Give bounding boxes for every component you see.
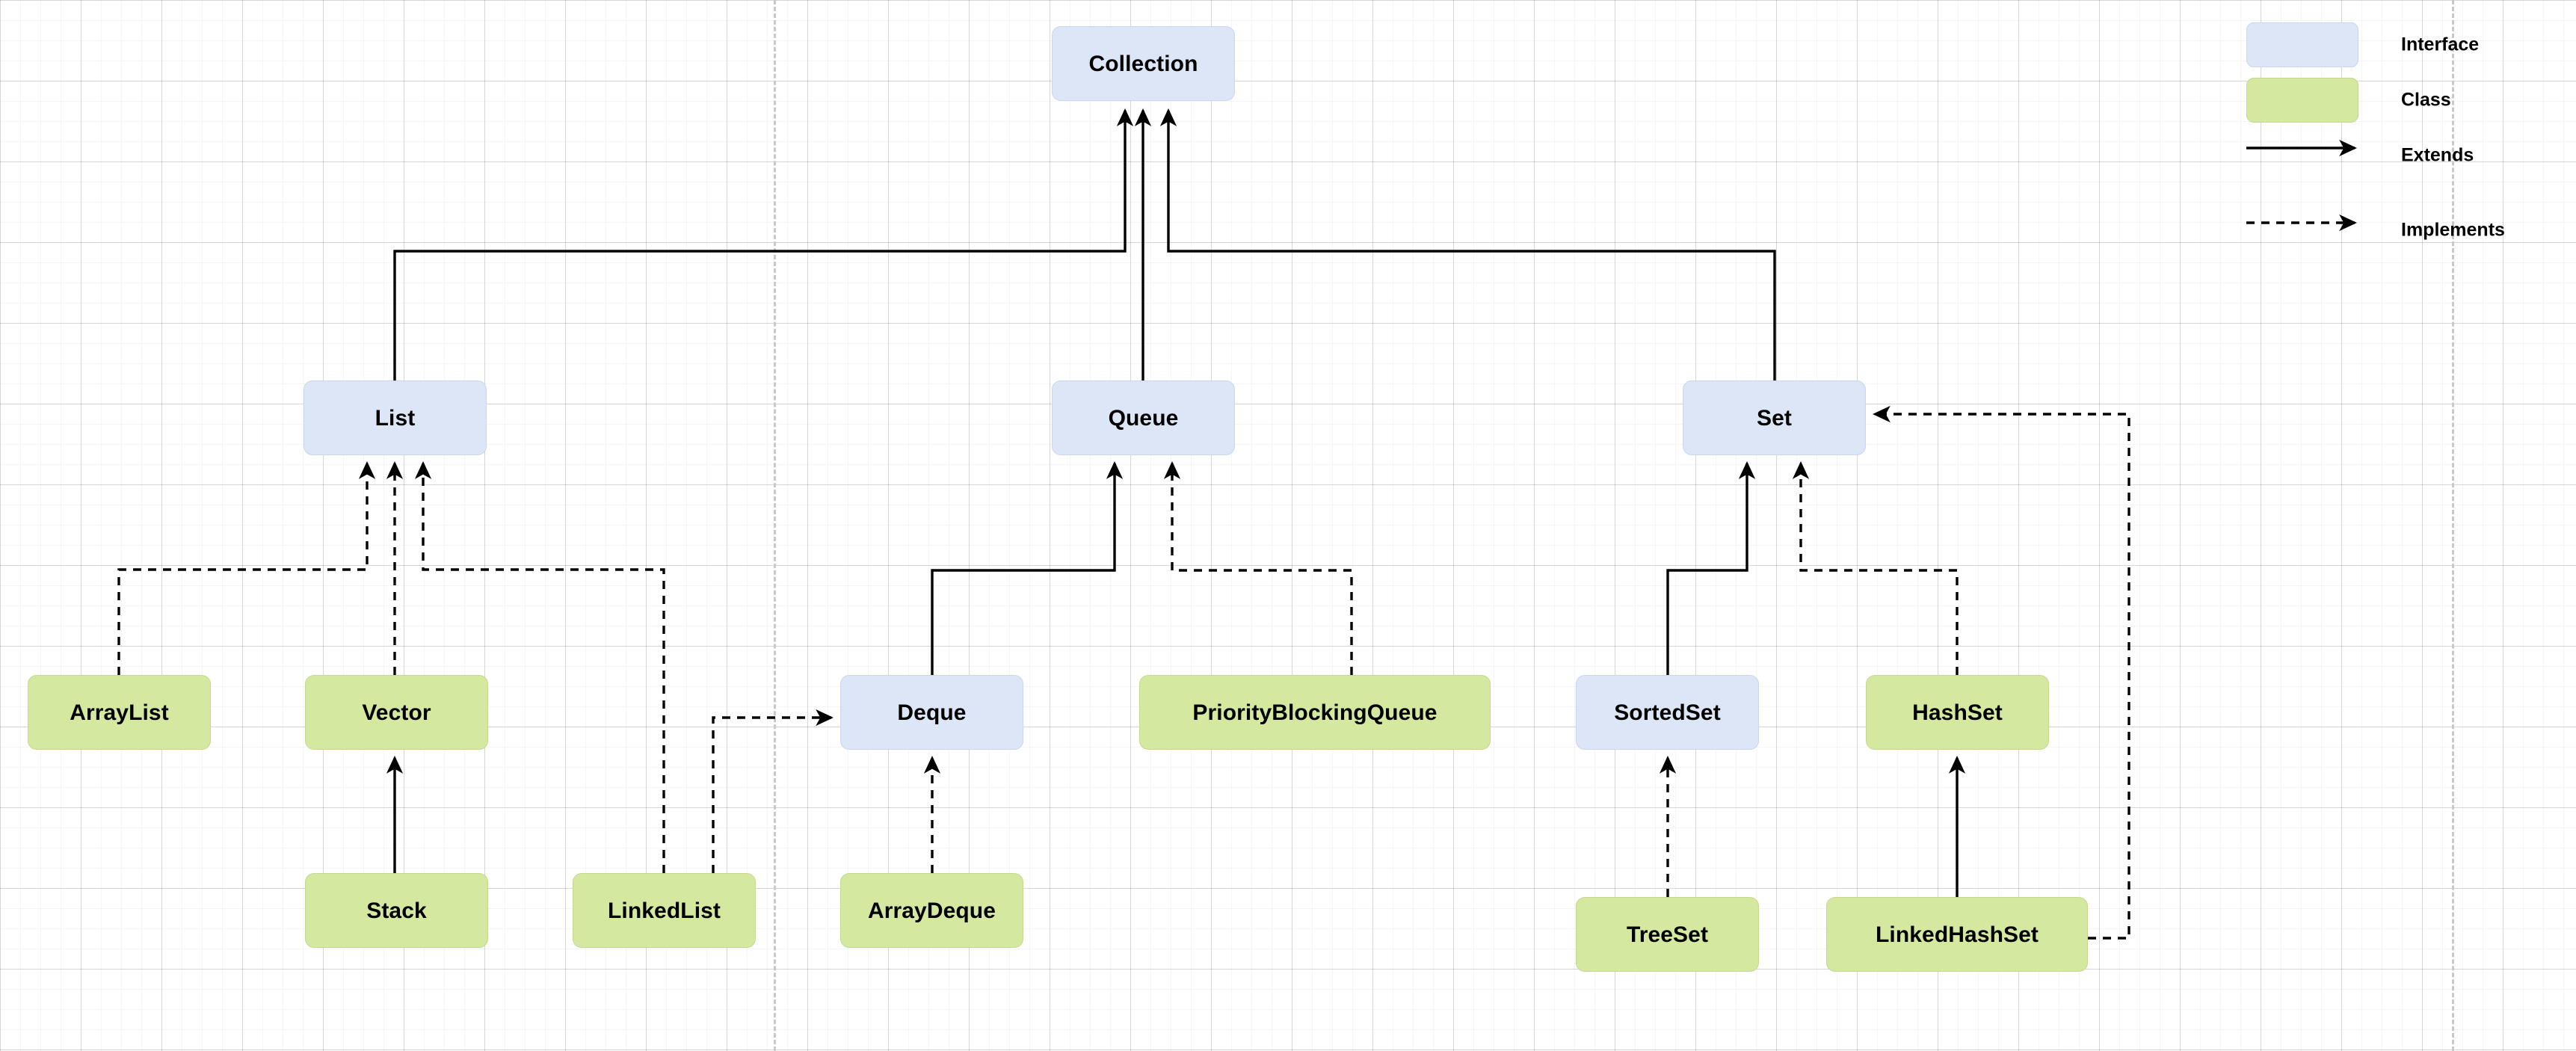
page-guide-right	[2452, 0, 2454, 1051]
node-deque[interactable]: Deque	[840, 675, 1023, 750]
edge-list-to-collection-extends	[393, 108, 1134, 380]
edge-priorityblockingqueue-to-queue-implements	[1163, 461, 1353, 675]
node-set[interactable]: Set	[1683, 380, 1866, 455]
node-priorityblockingqueue[interactable]: PriorityBlockingQueue	[1139, 675, 1491, 750]
node-label: Queue	[1108, 405, 1179, 431]
legend-swatch-class	[2246, 78, 2358, 123]
node-label: ArrayDeque	[867, 898, 996, 923]
node-linkedlist[interactable]: LinkedList	[573, 873, 756, 948]
node-label: SortedSet	[1614, 700, 1721, 725]
edge-arraylist-to-list-implements	[117, 461, 376, 675]
node-label: Collection	[1088, 51, 1198, 76]
node-treeset[interactable]: TreeSet	[1576, 897, 1759, 972]
node-label: PriorityBlockingQueue	[1192, 700, 1438, 725]
node-label: Deque	[897, 700, 967, 725]
edge-sortedset-to-set-extends	[1666, 461, 1756, 675]
node-stack[interactable]: Stack	[305, 873, 488, 948]
edge-linkedlist-to-deque-implements	[712, 709, 833, 873]
node-arraylist[interactable]: ArrayList	[28, 675, 211, 750]
node-list[interactable]: List	[303, 380, 487, 455]
legend-row-implements: Implements	[2243, 208, 2564, 253]
legend-label-interface: Interface	[2401, 34, 2480, 55]
legend-label-extends: Extends	[2401, 144, 2474, 166]
node-queue[interactable]: Queue	[1052, 380, 1235, 455]
node-vector[interactable]: Vector	[305, 675, 488, 750]
legend-row-class: Class	[2243, 78, 2564, 123]
node-label: HashSet	[1912, 700, 2003, 725]
legend-swatch-interface	[2246, 22, 2358, 67]
legend-line-implements-wrap	[2243, 208, 2392, 238]
node-label: LinkedList	[607, 898, 721, 923]
node-label: TreeSet	[1626, 922, 1709, 947]
legend-label-class: Class	[2401, 89, 2451, 111]
node-linkedhashset[interactable]: LinkedHashSet	[1826, 897, 2088, 972]
edge-linkedlist-to-list-implements	[414, 461, 665, 873]
node-label: ArrayList	[70, 700, 169, 725]
legend: Interface Class Extends Implements	[2243, 22, 2564, 241]
edge-deque-to-queue-extends	[931, 461, 1124, 675]
node-label: Stack	[366, 898, 427, 923]
page-guide-left	[774, 0, 776, 1051]
edge-set-to-collection-extends	[1159, 108, 1776, 380]
node-collection[interactable]: Collection	[1052, 26, 1235, 101]
node-sortedset[interactable]: SortedSet	[1576, 675, 1759, 750]
legend-row-extends: Extends	[2243, 133, 2564, 178]
node-label: LinkedHashSet	[1875, 922, 2039, 947]
node-label: Vector	[362, 700, 431, 725]
node-label: Set	[1757, 405, 1792, 431]
legend-row-interface: Interface	[2243, 22, 2564, 67]
legend-label-implements: Implements	[2401, 219, 2505, 241]
legend-line-extends-wrap	[2243, 133, 2392, 163]
edge-hashset-to-set-implements	[1792, 461, 1959, 675]
node-hashset[interactable]: HashSet	[1866, 675, 2049, 750]
node-arraydeque[interactable]: ArrayDeque	[840, 873, 1023, 948]
node-label: List	[375, 405, 416, 431]
